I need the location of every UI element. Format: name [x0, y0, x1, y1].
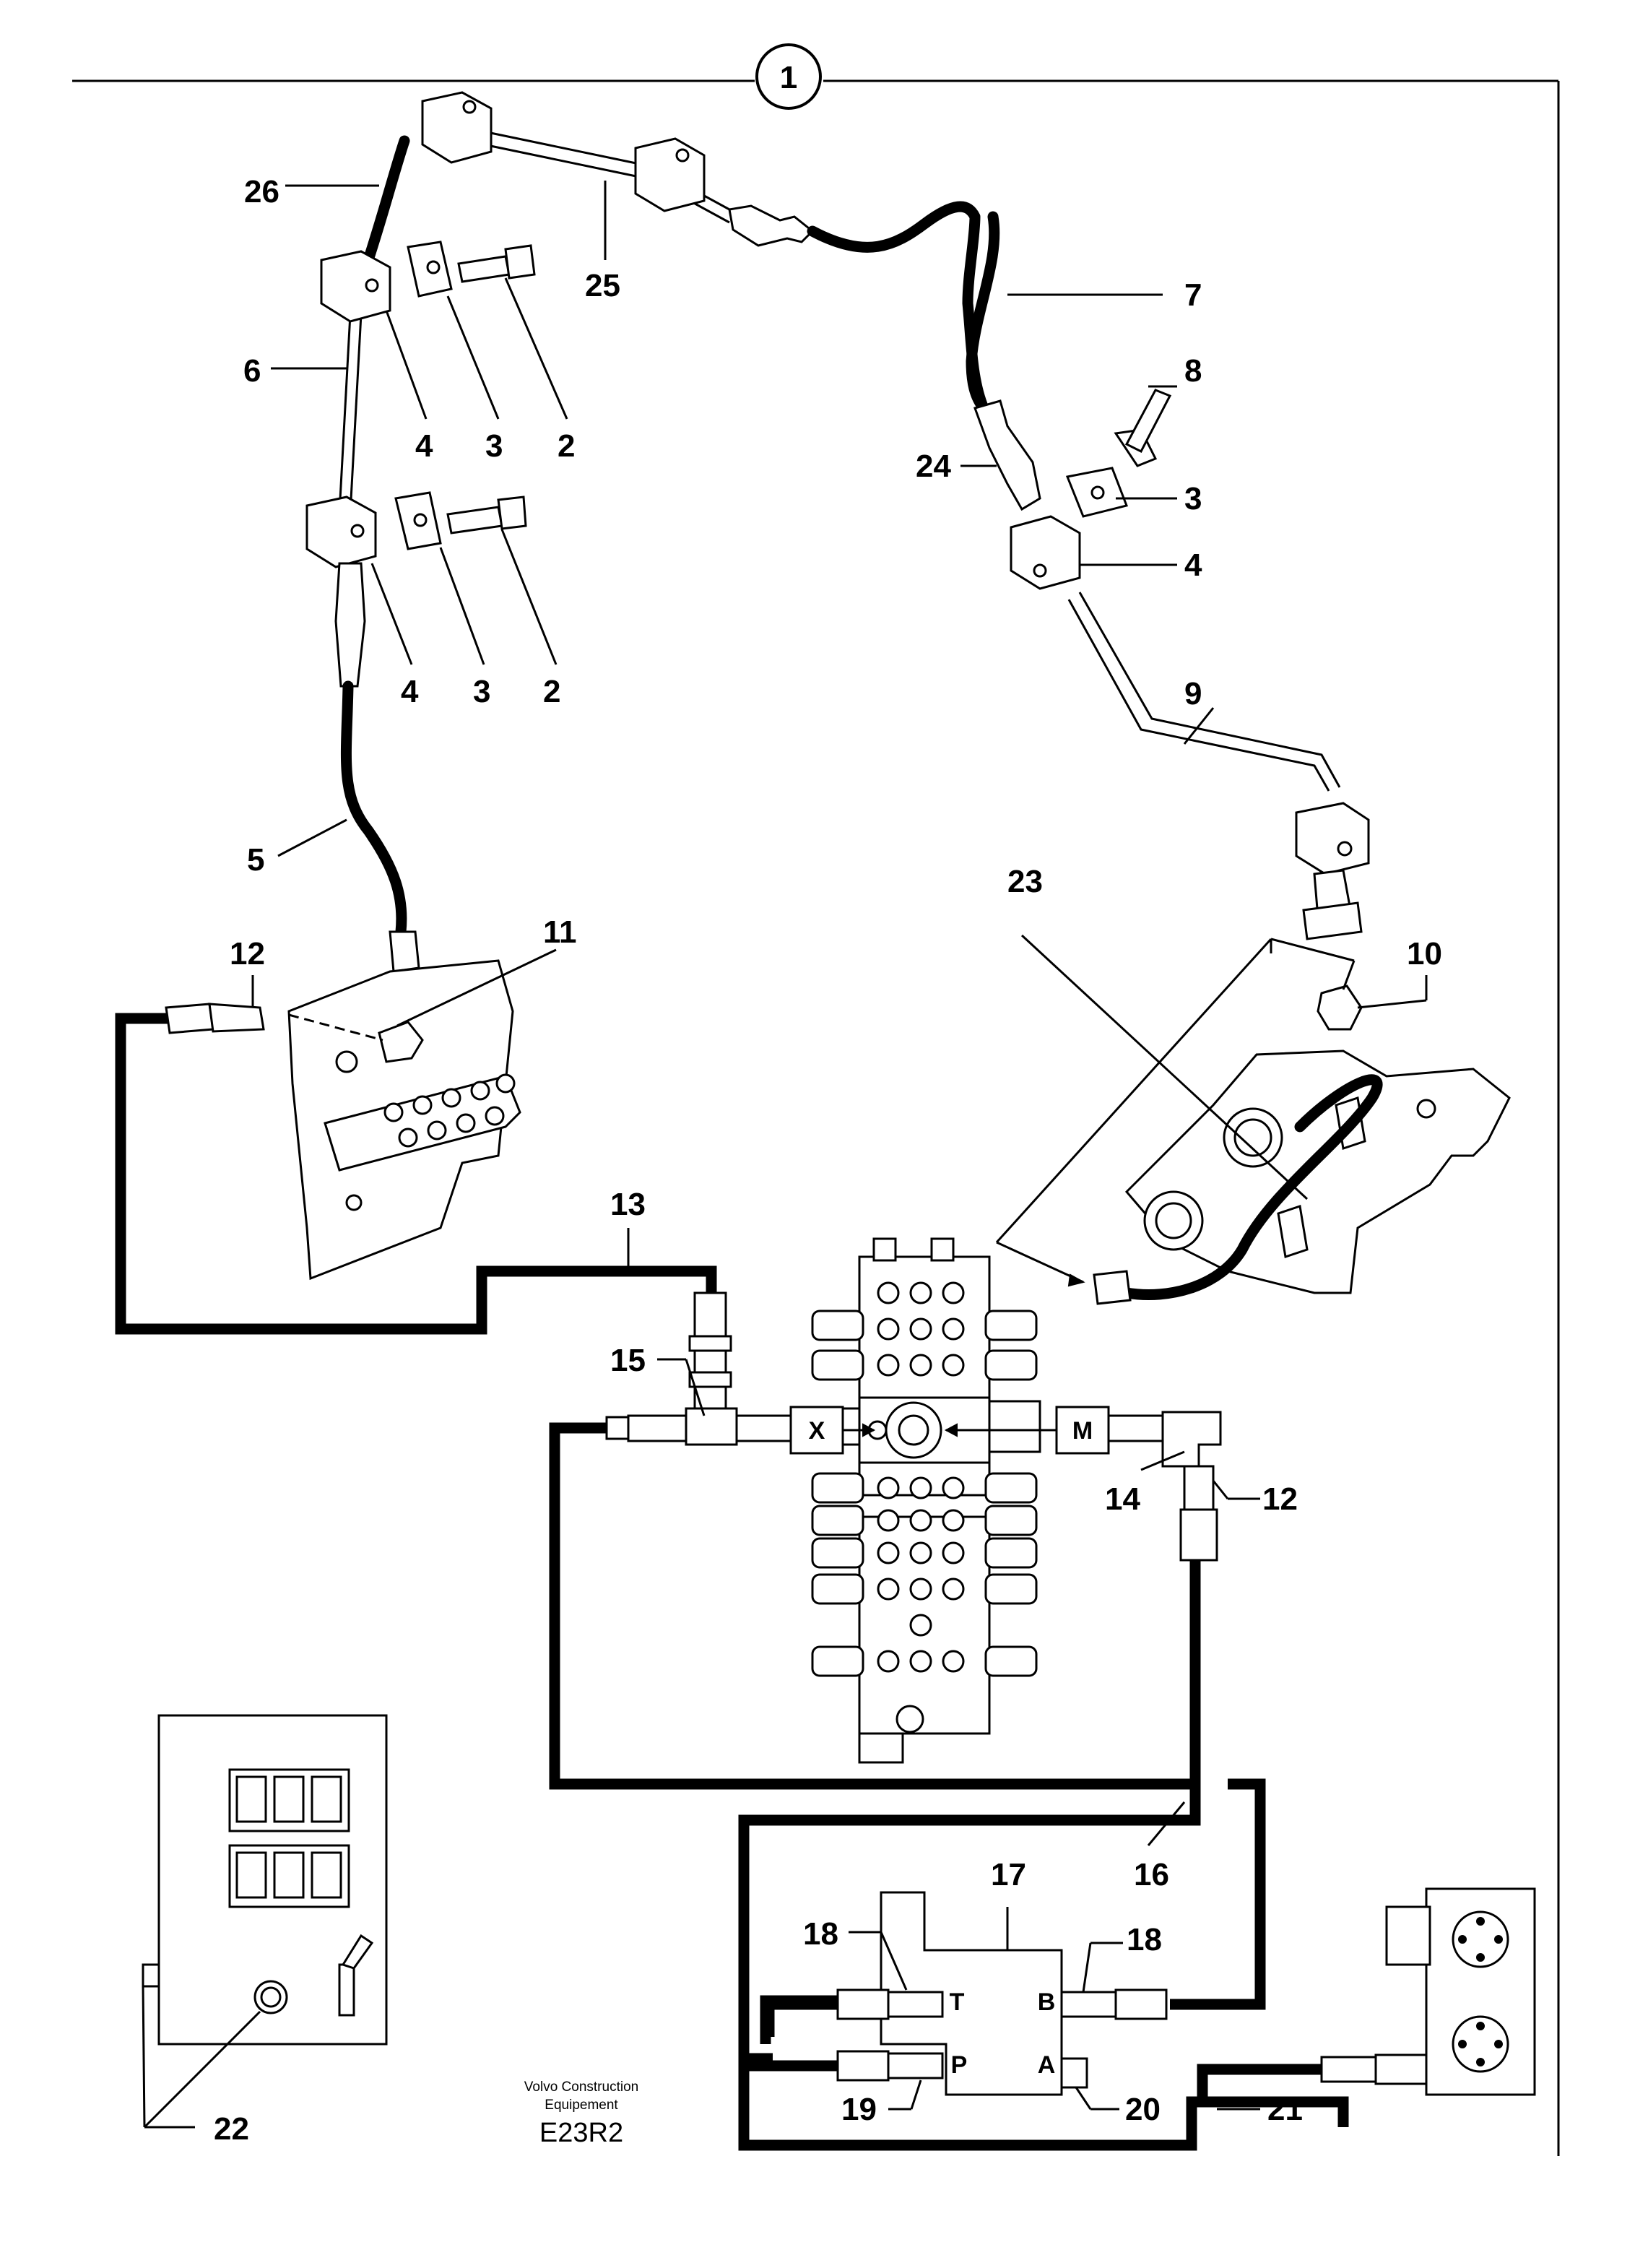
- hose-21: [1197, 2064, 1322, 2098]
- label-16: 16: [1134, 1857, 1169, 1892]
- label-3: 3: [485, 428, 503, 464]
- boom-bracket: [1124, 1049, 1511, 1294]
- clamp-block: [1010, 515, 1081, 590]
- label-4: 4: [415, 428, 433, 464]
- label-17: 17: [991, 1857, 1026, 1892]
- label-11: 11: [543, 914, 577, 950]
- label-20: 20: [1125, 2092, 1161, 2127]
- fitting-24: [973, 399, 1041, 511]
- label-15: 15: [610, 1343, 646, 1378]
- clamp-block: [634, 137, 706, 212]
- port-b-label: B: [1038, 1988, 1056, 2016]
- boom-foot: [1093, 1049, 1511, 1305]
- label-7: 7: [1184, 277, 1202, 313]
- label-2: 2: [558, 428, 575, 464]
- tee-14: [1161, 1411, 1222, 1468]
- label-18: 18: [803, 1916, 838, 1952]
- hose-fitting: [334, 562, 366, 688]
- port-t-label: T: [950, 1988, 965, 2016]
- label-23: 23: [1007, 864, 1043, 899]
- hose-16: [738, 1560, 1201, 2064]
- label-4: 4: [1184, 547, 1202, 583]
- pipe-6: [338, 313, 352, 514]
- fitting-18: [836, 1988, 890, 2020]
- panel-lever: [338, 1963, 355, 2017]
- fitting-12: [165, 1003, 214, 1034]
- credit-line-2: Equipement: [545, 2098, 618, 2113]
- fitting-18: [1060, 1991, 1117, 2018]
- upper-pipe-assembly: [305, 91, 1370, 1031]
- label-8: 8: [1184, 353, 1202, 389]
- fitting-20: [1060, 2057, 1088, 2089]
- label-18: 18: [1127, 1922, 1162, 1957]
- credit-line-1: Volvo Construction: [524, 2079, 638, 2095]
- fitting-12: [1183, 1465, 1215, 1511]
- fitting: [1320, 2056, 1377, 2083]
- hose-13: [115, 1013, 717, 1335]
- hose-fitting: [389, 930, 420, 973]
- left-valve-bracket: [165, 959, 521, 1281]
- hose-7: [807, 201, 988, 410]
- plug-10: [1317, 984, 1363, 1031]
- port-m-label: M: [1072, 1417, 1093, 1445]
- label-4: 4: [401, 674, 419, 709]
- port-x-label: X: [809, 1417, 825, 1445]
- label-3: 3: [1184, 481, 1202, 516]
- label-26: 26: [244, 174, 279, 209]
- auxiliary-block: [1385, 1887, 1536, 2096]
- selector-valve-17: T B P A: [738, 1891, 1428, 2151]
- label-21: 21: [1267, 2092, 1303, 2127]
- bolt-2: [446, 506, 503, 534]
- control-valve-block: [807, 1237, 1041, 1764]
- label-3: 3: [473, 674, 490, 709]
- label-2: 2: [543, 674, 560, 709]
- label-6: 6: [243, 353, 261, 389]
- selector-valve-body: [880, 1891, 1063, 2096]
- switch-panel: [142, 1714, 388, 2046]
- label-13: 13: [610, 1187, 646, 1222]
- drawing-credit: Volvo Construction Equipement E23R2: [524, 2079, 638, 2148]
- label-14: 14: [1105, 1481, 1140, 1517]
- tee-15: [685, 1407, 738, 1446]
- fitting-14: [1107, 1414, 1164, 1442]
- label-12: 12: [230, 936, 265, 971]
- clamp-block: [320, 250, 391, 323]
- label-24: 24: [916, 449, 951, 484]
- drawing-frame: [72, 79, 1560, 2156]
- label-12: 12: [1262, 1481, 1298, 1517]
- clamp-block: [1295, 802, 1370, 875]
- label-19: 19: [841, 2092, 877, 2127]
- leader-lines: [142, 181, 1428, 2129]
- clamp-block: [305, 495, 377, 568]
- callout-circle: 1: [755, 43, 822, 110]
- label-9: 9: [1184, 676, 1202, 711]
- port-row: [383, 1073, 516, 1148]
- callout-number: 1: [780, 60, 797, 95]
- clamp-block: [421, 91, 493, 164]
- label-10: 10: [1407, 936, 1442, 971]
- port-x-box: X: [789, 1406, 876, 1455]
- port-p-label: P: [951, 2051, 968, 2079]
- label-25: 25: [585, 268, 620, 303]
- hose-fitting: [728, 204, 815, 247]
- hose-5: [340, 680, 407, 938]
- label-22: 22: [214, 2111, 249, 2147]
- part-labels: 26 25 7 6 4 3 2 4 3 2 8 24 3 4 9 5 12 11…: [214, 174, 1442, 2147]
- port-m-box: M: [944, 1406, 1110, 1455]
- bolt-2: [457, 255, 511, 283]
- hose-23: [1121, 1074, 1383, 1300]
- hose-26: [359, 135, 410, 277]
- label-5: 5: [247, 842, 264, 878]
- valve-sections: [811, 1281, 1038, 1734]
- pipe-9: [1067, 599, 1330, 792]
- port-a-label: A: [1038, 2051, 1056, 2079]
- fitting-19: [836, 2050, 890, 2082]
- drawing-code: E23R2: [539, 2118, 623, 2148]
